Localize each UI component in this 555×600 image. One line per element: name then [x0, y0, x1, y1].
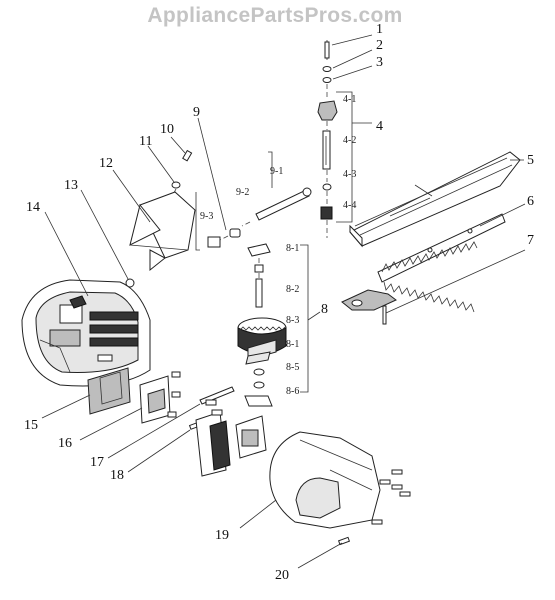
callout-labels: 1 2 3 4 5 6 7 8 9 10 11 12 13 14 15 16 1… [24, 22, 534, 583]
callout-7: 7 [527, 233, 534, 248]
callout-13: 13 [64, 178, 78, 193]
callout-17: 17 [90, 455, 104, 470]
sublabel-8-5: 8-5 [286, 362, 299, 373]
callout-1: 1 [376, 22, 383, 37]
part-14-motor-housing [21, 279, 151, 387]
sublabel-8-1a: 8-1 [286, 243, 299, 254]
part-15-plate [87, 367, 131, 415]
callout-12: 12 [99, 156, 113, 171]
callout-6: 6 [527, 194, 534, 209]
part-8-gear-assembly [237, 243, 321, 407]
sublabel-4-1: 4-1 [343, 94, 356, 105]
callout-10: 10 [160, 122, 174, 137]
part-17-rod [199, 386, 235, 405]
watermark: AppliancePartsPros.com [147, 4, 402, 27]
sublabel-8-6: 8-6 [286, 386, 299, 397]
callout-11: 11 [139, 134, 152, 149]
part-9-drive-rod [195, 151, 312, 251]
callout-18: 18 [110, 468, 124, 483]
sublabel-4-2: 4-2 [343, 135, 356, 146]
part-5-blade-cover [349, 151, 524, 248]
sublabel-9-3: 9-3 [200, 211, 213, 222]
part-16-switch-bracket [139, 371, 181, 424]
callout-19: 19 [215, 528, 229, 543]
callout-20: 20 [275, 568, 289, 583]
sublabel-8-2: 8-2 [286, 284, 299, 295]
part-19-lower-housing [269, 431, 411, 529]
part-10-screw [182, 149, 193, 162]
sublabel-8-3: 8-3 [286, 315, 299, 326]
part-1-2-3-4-shaft-assembly [317, 40, 372, 238]
callout-14: 14 [26, 200, 40, 215]
sub-labels: 4-1 4-2 4-3 4-4 9-1 9-2 9-3 8-1 8-2 8-3 … [200, 94, 356, 397]
sublabel-4-4: 4-4 [343, 200, 356, 211]
leader-lines [41, 34, 373, 569]
callout-5: 5 [527, 153, 534, 168]
callout-9: 9 [193, 105, 200, 120]
sublabel-4-3: 4-3 [343, 169, 356, 180]
callout-4: 4 [376, 119, 383, 134]
callout-8: 8 [321, 302, 328, 317]
switch-assembly [195, 399, 267, 477]
callout-16: 16 [58, 436, 72, 451]
part-13-washer [125, 278, 135, 288]
part-6-cutting-blade [377, 203, 526, 313]
part-7-blade-end-plate [341, 249, 526, 325]
sublabel-9-2: 9-2 [236, 187, 249, 198]
sublabel-8-1b: 8-1 [286, 339, 299, 350]
part-20-screw [337, 536, 351, 546]
callout-15: 15 [24, 418, 38, 433]
callout-3: 3 [376, 55, 383, 70]
sublabel-9-1: 9-1 [270, 166, 283, 177]
part-12-cooling-fan [129, 191, 196, 272]
callout-2: 2 [376, 38, 383, 53]
